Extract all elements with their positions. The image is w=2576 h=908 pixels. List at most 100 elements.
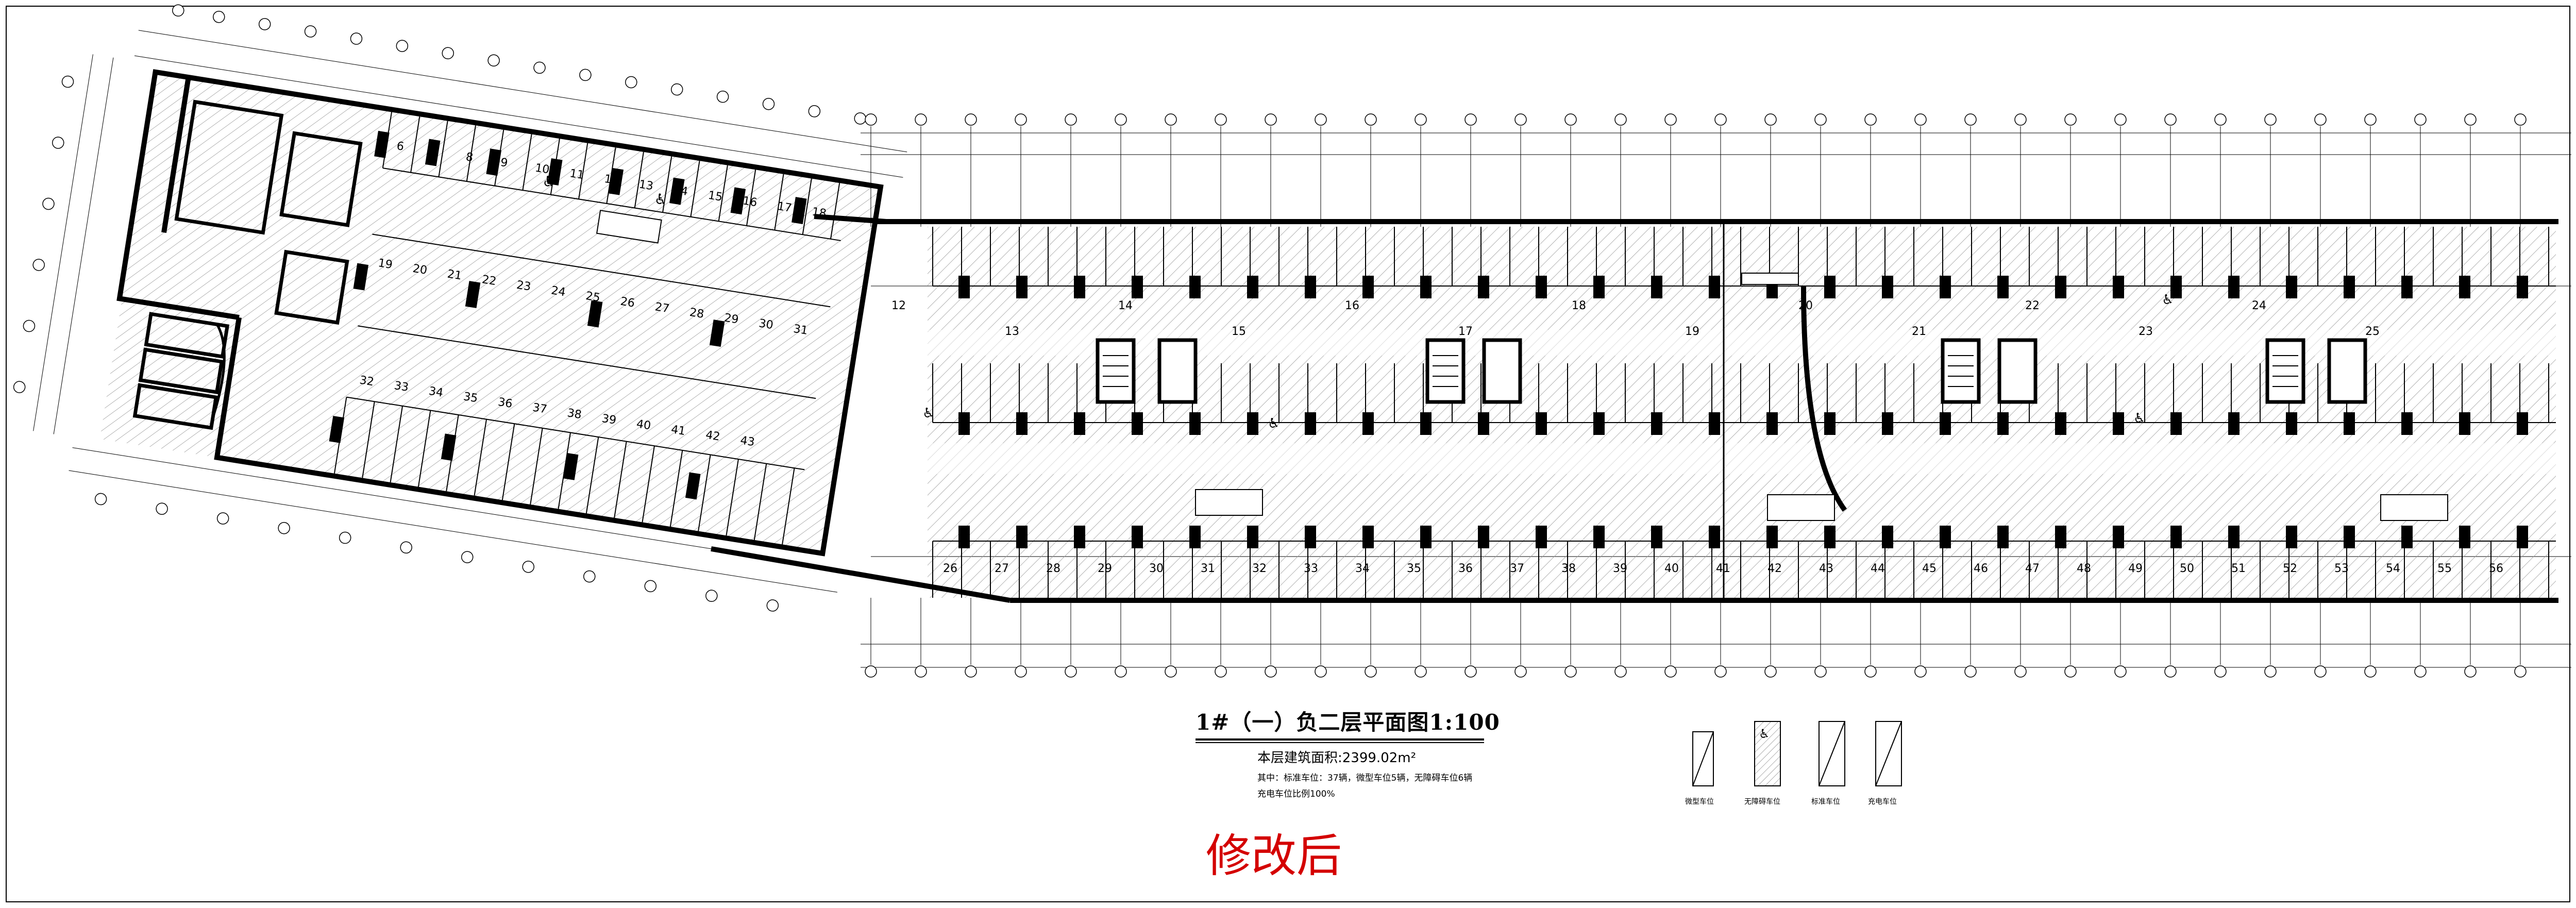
stall-divider [501, 424, 515, 500]
axis-bubble [1215, 113, 1227, 126]
column [1536, 412, 1547, 435]
column [1651, 412, 1662, 435]
floor-area-text: 本层建筑面积:2399.02m² [1257, 750, 1417, 766]
column [1940, 276, 1951, 298]
main-columns [958, 276, 2528, 548]
column [1420, 412, 1432, 435]
column [1074, 276, 1085, 298]
column [2517, 412, 2528, 435]
axis-bubble [1065, 113, 1077, 126]
column [1132, 412, 1143, 435]
left-outer-walls [116, 69, 884, 557]
stall-number: 25 [2365, 325, 2380, 338]
stall-number: 29 [1098, 562, 1112, 575]
legend-label-charging: 充电车位 [1868, 798, 1897, 806]
accessible-icon: ♿ [541, 172, 557, 191]
column [1824, 276, 1836, 298]
stall-number: 33 [393, 379, 410, 394]
stall-number: 28 [688, 306, 705, 321]
stall-number: 17 [1458, 325, 1473, 338]
axis-bubble [1864, 113, 1877, 126]
stall-number: 12 [891, 299, 906, 312]
stall-number: 35 [462, 390, 479, 405]
stall-divider [614, 441, 627, 518]
stall-number: 55 [2437, 562, 2452, 575]
charging-ratio-note: 充电车位比例100% [1257, 789, 1335, 799]
stall-divider [662, 156, 672, 213]
stall-divider [390, 406, 403, 483]
column [1593, 276, 1605, 298]
stall-number: 13 [638, 178, 654, 193]
axis-bubble [1265, 665, 1277, 678]
stall-number: 45 [1922, 562, 1937, 575]
axis-bubble [2164, 665, 2177, 678]
stall-divider [438, 121, 448, 177]
column [1593, 526, 1605, 548]
axis-bubble [2314, 113, 2327, 126]
stall-number: 37 [532, 401, 548, 416]
stall-number: 27 [995, 562, 1009, 575]
axis-bubble [1564, 113, 1577, 126]
axis-bubble [2514, 113, 2527, 126]
stall-number: 32 [359, 374, 375, 389]
column [1247, 276, 1258, 298]
axis-bubble [1964, 113, 1977, 126]
axis-bubble [2014, 113, 2027, 126]
legend-label-accessible: 无障碍车位 [1744, 798, 1780, 806]
axis-bubble [2214, 113, 2227, 126]
stall-divider [802, 178, 812, 235]
column [1478, 526, 1489, 548]
stall-number: 38 [566, 407, 583, 422]
stall-divider [830, 183, 840, 239]
stall-number: 48 [2077, 562, 2091, 575]
stall-number: 6 [396, 140, 405, 154]
legend-standard-stall [1819, 721, 1845, 786]
column [1824, 412, 1836, 435]
column [2228, 412, 2240, 435]
axis-bubble [965, 113, 977, 126]
stall-divider [362, 401, 375, 478]
accessible-icon: ♿ [2162, 292, 2174, 308]
column [1074, 412, 1085, 435]
column [2055, 276, 2066, 298]
title-block: 1#（一）负二层平面图1:100 本层建筑面积:2399.02m² 其中：标准车… [1196, 705, 1505, 799]
stall-number: 30 [1149, 562, 1164, 575]
revision-label: 修改后 [1206, 829, 1342, 882]
column [2459, 276, 2470, 298]
stall-number: 16 [1345, 299, 1359, 312]
stall-number: 24 [2252, 299, 2266, 312]
left-axis-bubbles-side [13, 75, 74, 393]
axis-bubble [2514, 665, 2527, 678]
left-room-box [596, 210, 662, 244]
column [1189, 412, 1201, 435]
stall-divider [698, 455, 711, 531]
axis-bubble [1365, 113, 1377, 126]
stall-number: 35 [1407, 562, 1421, 575]
legend [1692, 721, 1902, 786]
column [1997, 526, 2009, 548]
legend-accessible-stall [1754, 721, 1781, 786]
column [1536, 276, 1547, 298]
stall-number: 47 [2025, 562, 2040, 575]
column [2401, 526, 2413, 548]
stall-number: 34 [1355, 562, 1370, 575]
column [1882, 276, 1893, 298]
column [1651, 526, 1662, 548]
connecting-walls [711, 214, 1011, 603]
legend-charging-stall [1875, 721, 1902, 786]
column [2113, 276, 2124, 298]
stall-number: 40 [635, 417, 652, 432]
stall-number: 28 [1046, 562, 1060, 575]
column [2055, 412, 2066, 435]
column [1709, 412, 1720, 435]
stall-divider [774, 174, 784, 230]
axis-bubble [1764, 665, 1777, 678]
column [2055, 526, 2066, 548]
stall-number: 13 [1005, 325, 1019, 338]
stall-divider [606, 147, 616, 204]
column [2517, 526, 2528, 548]
axis-bubble [1964, 665, 1977, 678]
axis-bubble [2314, 665, 2327, 678]
column [1305, 412, 1316, 435]
column [1305, 526, 1316, 548]
